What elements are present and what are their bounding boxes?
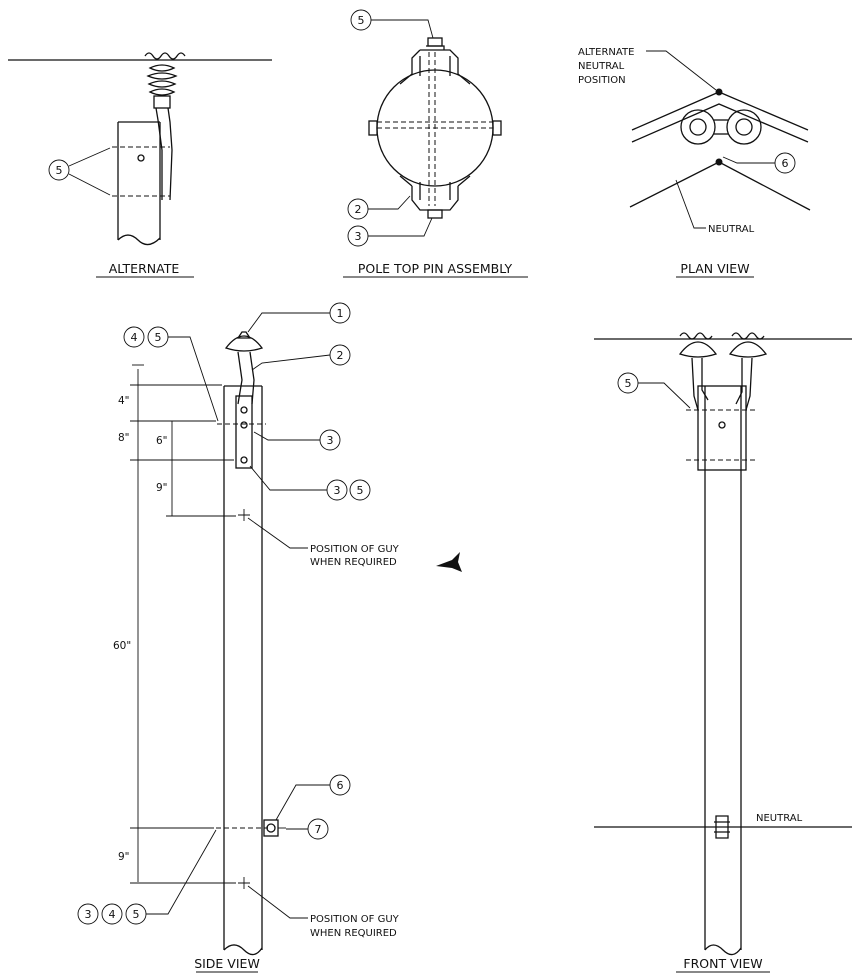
alternate-view: 5 ALTERNATE [8,52,272,278]
svg-text:5: 5 [155,331,162,344]
plan-neutral-label: NEUTRAL [708,224,755,235]
lower-guy-note-line1: POSITION OF GUY [310,914,400,925]
pin-assembly-title: POLE TOP PIN ASSEMBLY [358,261,513,276]
svg-text:4: 4 [131,331,138,344]
alternate-conductor-tie [144,52,186,60]
side-view-title: SIDE VIEW [194,956,260,971]
side-callout-3-base [77,903,99,925]
svg-text:6: 6 [337,779,344,792]
svg-text:5: 5 [625,377,632,390]
alternate-bolt-hole [137,154,145,162]
side-view-bracket [235,395,253,469]
svg-text:5: 5 [358,14,365,27]
svg-text:2: 2 [355,203,362,216]
dim-4in: 4" [118,395,130,407]
plan-alternate-neutral-dot [715,88,723,96]
svg-text:3: 3 [355,230,362,243]
side-view-lower-guy-mark [238,877,250,889]
svg-text:1: 1 [337,307,344,320]
dim-60in: 60" [113,640,131,652]
dim-9in-upper: 9" [156,482,168,494]
front-conductor-ties [679,332,765,340]
plan-view: ALTERNATE NEUTRAL POSITION 6 NEUTRAL PLA… [578,47,811,278]
front-left-insulator [678,341,718,358]
svg-text:3: 3 [85,908,92,921]
side-callout-5-bottom [349,479,371,501]
dim-9in-lower: 9" [118,851,130,863]
plan-view-title: PLAN VIEW [680,261,749,276]
side-callout-4-top [123,326,145,348]
pin-assembly-inner-bracket [419,56,451,200]
svg-text:3: 3 [327,434,334,447]
pin-assembly-bottom-nut [427,209,443,219]
svg-text:5: 5 [133,908,140,921]
side-view-pole [223,385,263,956]
pin-assembly-top-nut [427,37,443,47]
svg-text:7: 7 [315,823,322,836]
pin-assembly-bracket [399,45,471,211]
svg-text:4: 4 [109,908,116,921]
alternate-pole [117,121,161,246]
side-view-insulator [224,331,264,352]
side-callout-4-base [101,903,123,925]
front-pins [691,357,753,411]
alternate-title: ALTERNATE [109,261,180,276]
front-right-insulator [728,341,768,358]
side-view-upper-guy-mark [238,509,250,521]
plan-alternate-neutral-label-3: POSITION [578,75,626,86]
front-view-pole [697,385,747,956]
dim-8in: 8" [118,432,130,444]
svg-text:3: 3 [334,484,341,497]
alternate-callout-number: 5 [56,164,63,177]
pin-assembly-left-nut [368,120,378,136]
svg-text:2: 2 [337,349,344,362]
front-view-title: FRONT VIEW [683,956,762,971]
upper-guy-note-line2: WHEN REQUIRED [310,557,397,568]
pole-top-pin-assembly-view: 5 2 3 POLE TOP PIN ASSEMBLY [343,9,528,278]
alternate-callout-bubble [48,159,70,181]
front-view: 5 NEUTRAL FRONT VIEW [594,332,852,973]
side-view-dimensions: 4" 8" 6" 9" 60" 9" [113,364,236,884]
alternate-insulator [146,64,178,109]
plan-alternate-neutral-label-1: ALTERNATE [578,47,634,58]
dim-6in: 6" [156,435,168,447]
plan-alternate-neutral-label-2: NEUTRAL [578,61,625,72]
guy-arrow-icon [436,552,462,572]
front-neutral-insulator [714,815,730,839]
upper-guy-note-line1: POSITION OF GUY [310,544,400,555]
svg-text:5: 5 [357,484,364,497]
side-view: 4" 8" 6" 9" 60" 9" 1 2 4 5 3 3 5 6 7 [77,302,462,973]
plan-neutral-dot [715,158,723,166]
lower-guy-note-line2: WHEN REQUIRED [310,928,397,939]
svg-text:6: 6 [782,157,789,170]
plan-insulators [680,109,762,145]
pin-assembly-right-nut [492,120,502,136]
front-neutral-label: NEUTRAL [756,813,803,824]
